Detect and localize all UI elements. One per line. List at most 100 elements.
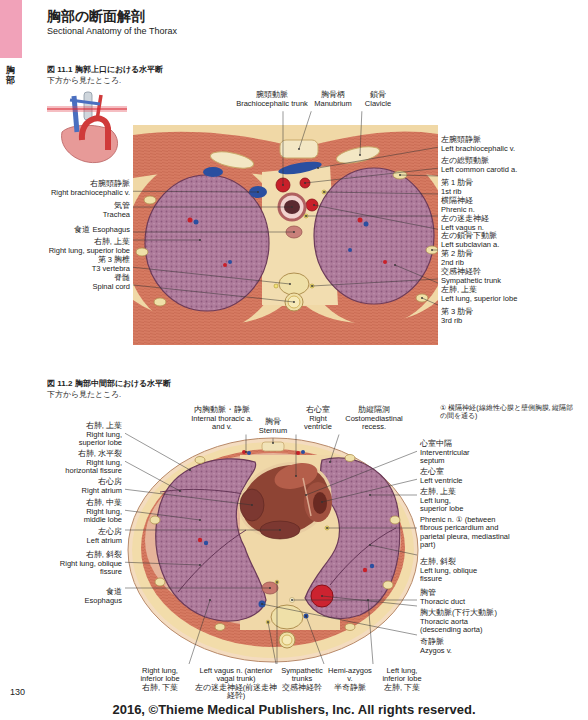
leader-line <box>305 451 417 496</box>
anatomy-shape <box>330 528 396 585</box>
leader-path <box>133 232 294 233</box>
anatomy-shape <box>314 168 434 304</box>
part-label: Internal thoracic a. and v. <box>189 415 255 432</box>
leader-path <box>296 435 297 477</box>
anatomy-shape <box>311 585 333 607</box>
part-label: Thoracic aorta (descending aorta) <box>420 618 500 635</box>
anatomy-shape <box>306 199 318 211</box>
leader-line <box>125 510 201 521</box>
leader-path <box>370 545 417 555</box>
leader-line <box>125 562 201 566</box>
part-label: 右肺, 水平裂 <box>78 450 122 458</box>
anatomy-shape <box>144 196 156 204</box>
leader-path <box>246 435 247 453</box>
leader-line <box>133 285 295 303</box>
part-label: 鎖骨 <box>370 91 386 99</box>
leader-line <box>359 111 362 156</box>
leader-path <box>133 267 290 284</box>
leader-path <box>318 147 438 168</box>
leader-dot <box>304 182 306 184</box>
anatomy-shape <box>345 624 355 631</box>
part-label: Thoracic duct <box>420 598 465 606</box>
anatomy-shape <box>154 298 166 306</box>
leader-path <box>322 596 417 606</box>
leader-line <box>369 544 417 555</box>
part-label: 脊髄 <box>114 274 130 282</box>
figure-caption: 図 11.2 胸部中間部における水平断 <box>47 380 171 389</box>
orientation-inset <box>47 92 127 163</box>
anatomy-shape <box>279 273 309 295</box>
leader-path <box>312 279 438 286</box>
leader-line <box>133 267 291 285</box>
leader-dot <box>257 191 259 193</box>
leader-dot <box>367 599 369 601</box>
leader-path <box>370 495 417 496</box>
leader-line <box>133 206 293 208</box>
leader-dot <box>421 297 423 299</box>
part-label: 横隔神経 <box>441 197 473 205</box>
leader-line <box>298 111 311 150</box>
leader-line <box>394 264 438 283</box>
anatomy-shape <box>262 582 278 594</box>
part-label: Left atrium <box>87 537 122 545</box>
part-label: Right brachiocephalic v. <box>51 189 130 197</box>
part-label: Left ventricle <box>420 477 463 485</box>
leader-dot <box>321 501 323 503</box>
part-label: Right lung, superior lobe <box>49 247 130 255</box>
anatomy-shape <box>275 580 279 584</box>
leader-line <box>313 204 438 229</box>
leader-path <box>306 616 324 664</box>
part-label: Left common carotid a. <box>441 166 517 174</box>
leader-line <box>305 215 438 217</box>
part-label: Right lung, middle lobe <box>67 508 122 525</box>
anatomy-shape <box>335 144 381 167</box>
part-label: 肋縦隔洞 <box>358 406 390 414</box>
leader-dot <box>267 621 269 623</box>
leader-dot <box>359 154 361 156</box>
anatomy-shape <box>128 438 418 662</box>
leader-path <box>306 216 438 217</box>
anatomy-shape <box>358 218 363 223</box>
part-label: Interventricular septum <box>420 449 482 466</box>
leader-path <box>125 588 270 589</box>
part-label: Sympathetic trunks <box>279 667 325 684</box>
part-label: 左の迷走神経(前迷走神経幹) <box>194 684 278 701</box>
part-label: 胸大動脈(下行大動脈) <box>420 609 497 617</box>
anatomy-shape <box>215 624 225 631</box>
anatomy-shape <box>132 442 414 658</box>
leader-dot <box>293 301 295 303</box>
anatomy-shape <box>296 451 300 455</box>
anatomy-shape <box>276 178 290 192</box>
leader-dot <box>199 519 201 521</box>
leader-dot <box>209 599 211 601</box>
part-label: Trachea <box>103 211 130 219</box>
leader-line <box>329 435 339 463</box>
leader-line <box>125 489 253 506</box>
anatomy-shape <box>150 516 160 524</box>
anatomy-shape <box>82 118 108 150</box>
leader-dot <box>295 475 297 477</box>
anatomy-shape <box>348 248 352 252</box>
anatomy-shape <box>230 451 340 548</box>
anatomy-shape <box>136 248 148 256</box>
anatomy-shape <box>260 521 300 539</box>
leader-line <box>282 111 284 186</box>
figure-caption: 図 11.1 胸郭上口における水平断 <box>47 66 163 75</box>
leader-line <box>317 147 438 169</box>
section-mid-thorax <box>128 438 418 662</box>
copyright-notice: 2016, ©Thieme Medical Publishers, Inc. A… <box>112 703 475 717</box>
leader-dot <box>279 529 281 531</box>
part-label: 第 1 肋骨 <box>441 179 473 187</box>
leader-dot <box>261 603 263 605</box>
leader-dot <box>394 264 396 266</box>
figure-note: 下方から見たところ. <box>47 391 121 399</box>
anatomy-shape <box>277 159 322 176</box>
leader-path <box>189 600 210 664</box>
leader-dot <box>293 231 295 233</box>
part-label: 胸骨 <box>265 418 281 426</box>
anatomy-shape <box>188 218 193 223</box>
leader-dot <box>305 494 307 496</box>
anatomy-shape <box>274 284 278 288</box>
part-label: Right lung, inferior lobe <box>134 667 186 684</box>
part-label: 左心房 <box>98 528 122 536</box>
